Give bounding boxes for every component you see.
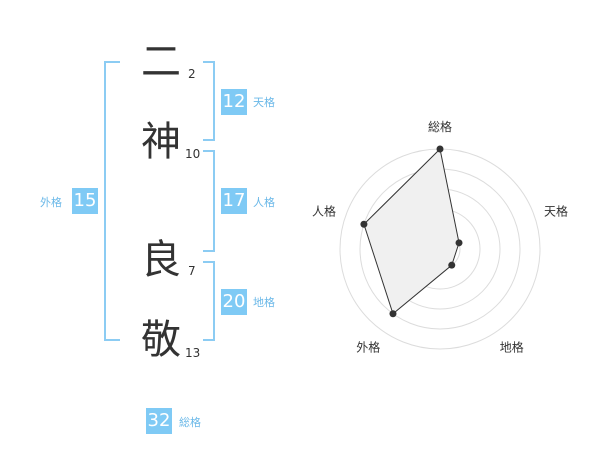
jinkaku-bracket xyxy=(203,150,215,252)
gaikaku-label: 外格 xyxy=(40,196,62,209)
radar-point-2 xyxy=(455,239,463,247)
tenkaku-bracket xyxy=(203,61,215,141)
radar-axis-label-3: 地格 xyxy=(500,340,524,355)
chikaku-bracket xyxy=(203,261,215,341)
tenkaku-label: 天格 xyxy=(253,96,275,109)
radar-point-1 xyxy=(436,145,444,153)
jinkaku-value: 17 xyxy=(221,188,247,214)
radar-area xyxy=(363,147,460,315)
chikaku-label: 地格 xyxy=(253,296,275,309)
radar-axis-label-5: 人格 xyxy=(312,203,336,218)
chikaku-value: 20 xyxy=(221,289,247,315)
radar-axis-label-2: 天格 xyxy=(544,203,568,218)
gaikaku-bracket xyxy=(104,61,120,341)
radar-point-3 xyxy=(448,261,456,269)
stroke-count-4: 13 xyxy=(185,346,201,360)
jinkaku-label: 人格 xyxy=(253,196,275,209)
radar-axis-label-4: 外格 xyxy=(356,340,380,355)
tenkaku-value: 12 xyxy=(221,89,247,115)
name-char-3: 良 xyxy=(141,237,181,283)
soukaku-label: 総格 xyxy=(179,416,201,429)
name-char-4: 敬 xyxy=(141,317,181,363)
radar-point-5 xyxy=(360,220,368,228)
radar-point-4 xyxy=(389,310,397,318)
name-char-1: 二 xyxy=(141,39,181,85)
stroke-count-3: 7 xyxy=(188,264,196,278)
stroke-count-2: 10 xyxy=(185,147,201,161)
name-char-2: 神 xyxy=(141,119,181,165)
soukaku-value: 32 xyxy=(146,408,172,434)
gaikaku-value: 15 xyxy=(72,188,98,214)
radar-axis-label-1: 総格 xyxy=(428,119,452,134)
stroke-count-1: 2 xyxy=(188,67,196,81)
